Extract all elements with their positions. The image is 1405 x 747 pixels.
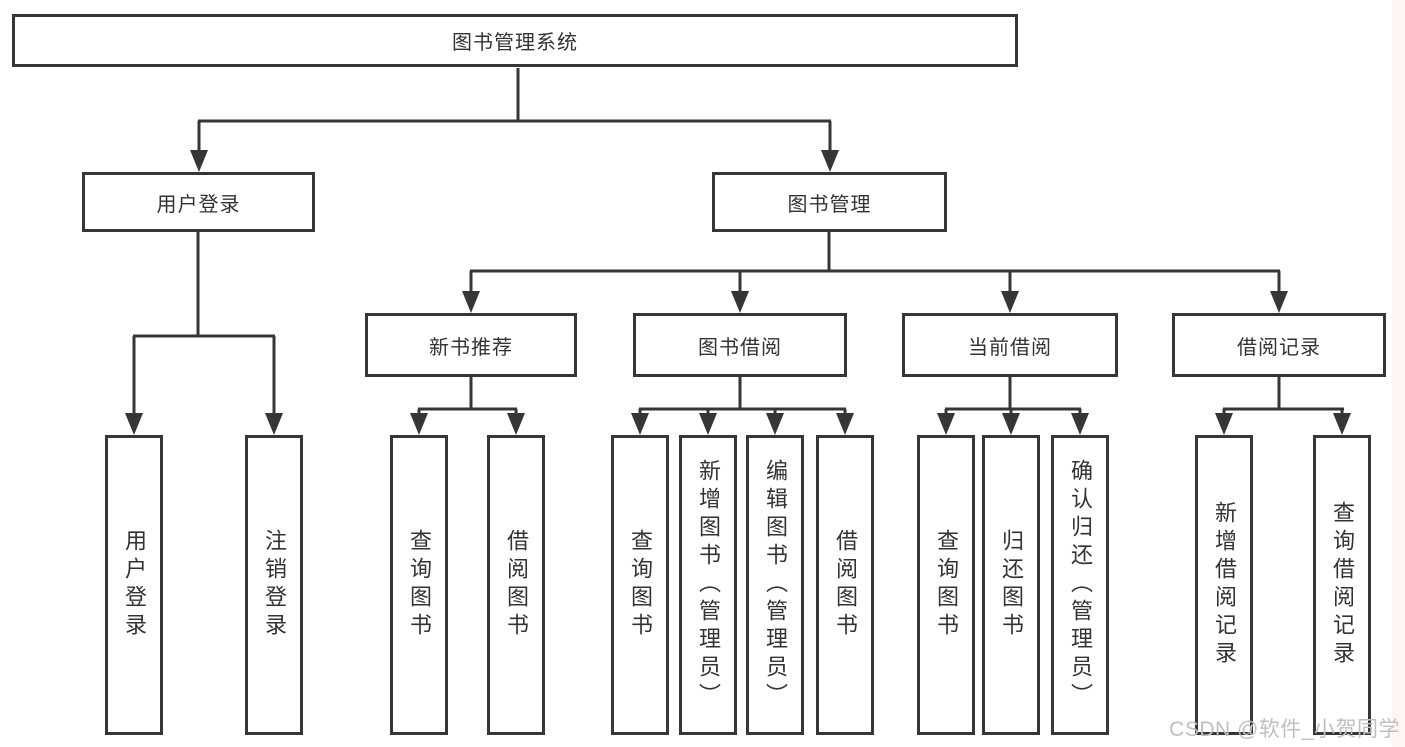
node-label: 图书管理 [787, 193, 872, 216]
connector-borrowing-records-to-leaves [1215, 377, 1351, 435]
arrowhead [937, 413, 955, 435]
arrowhead [821, 150, 839, 172]
connector-root-to-level2 [190, 68, 839, 172]
node-label: 编辑图书（管理员） [763, 459, 788, 711]
node-leaf-user-login: 用户登录 [105, 435, 163, 735]
node-leaf-add-book-admin: 新增图书（管理员） [679, 435, 737, 735]
connector-user-login-to-leaves [125, 232, 283, 435]
node-label: 查询图书 [407, 529, 432, 641]
arrowhead [507, 413, 525, 435]
arrowhead [1270, 291, 1288, 313]
node-leaf-confirm-return-admin: 确认归还（管理员） [1051, 435, 1109, 735]
node-user-login: 用户登录 [82, 172, 315, 232]
node-leaf-edit-book-admin: 编辑图书（管理员） [746, 435, 804, 735]
node-label: 用户登录 [122, 529, 147, 641]
node-label: 借阅图书 [504, 529, 529, 641]
node-label: 新增借阅记录 [1212, 501, 1237, 669]
arrowhead [462, 291, 480, 313]
node-leaf-query-books-3: 查询图书 [917, 435, 975, 735]
arrowhead [1002, 413, 1020, 435]
node-leaf-add-borrow-record: 新增借阅记录 [1195, 435, 1253, 735]
node-label: 查询借阅记录 [1330, 501, 1355, 669]
connector-new-book-recommend-to-leaves [410, 377, 525, 435]
arrowhead [125, 413, 143, 435]
node-book-management: 图书管理 [712, 172, 947, 232]
node-leaf-query-books-1: 查询图书 [390, 435, 448, 735]
node-label: 当前借阅 [968, 336, 1052, 359]
arrowhead [265, 413, 283, 435]
node-label: 注销登录 [262, 529, 287, 641]
node-new-book-recommend: 新书推荐 [365, 313, 577, 377]
arrowhead [1071, 413, 1089, 435]
arrowhead [1001, 291, 1019, 313]
connector-book-management-to-level3 [462, 232, 1288, 313]
node-label: 借阅记录 [1237, 336, 1321, 359]
arrowhead [190, 150, 208, 172]
arrowhead [1215, 413, 1233, 435]
node-borrowing-records: 借阅记录 [1172, 313, 1386, 377]
arrowhead [410, 413, 428, 435]
node-root-book-management-system: 图书管理系统 [12, 14, 1018, 67]
arrowhead [836, 413, 854, 435]
right-edge-tint [1392, 0, 1405, 747]
node-label: 查询图书 [934, 529, 959, 641]
node-label: 用户登录 [156, 193, 241, 216]
connector-current-borrowing-to-leaves [937, 377, 1089, 435]
node-leaf-logout: 注销登录 [245, 435, 303, 735]
node-label: 确认归还（管理员） [1068, 459, 1093, 711]
node-label: 新书推荐 [429, 336, 513, 359]
node-leaf-borrow-books-2: 借阅图书 [816, 435, 874, 735]
node-leaf-query-borrow-record: 查询借阅记录 [1313, 435, 1371, 735]
node-label: 查询图书 [628, 529, 653, 641]
node-label: 图书管理系统 [452, 32, 578, 54]
node-leaf-borrow-books-1: 借阅图书 [487, 435, 545, 735]
node-leaf-query-books-2: 查询图书 [611, 435, 669, 735]
arrowhead [1333, 413, 1351, 435]
node-label: 借阅图书 [833, 529, 858, 641]
node-current-borrowing: 当前借阅 [902, 313, 1118, 377]
node-leaf-return-books: 归还图书 [982, 435, 1040, 735]
connector-book-borrowing-to-leaves [631, 377, 854, 435]
arrowhead [631, 413, 649, 435]
node-book-borrowing: 图书借阅 [633, 313, 847, 377]
node-label: 图书借阅 [698, 336, 782, 359]
csdn-watermark: CSDN @软件_小贺同学 [1169, 718, 1400, 741]
node-label: 归还图书 [999, 529, 1024, 641]
node-label: 新增图书（管理员） [696, 459, 721, 711]
arrowhead [699, 413, 717, 435]
arrowhead [766, 413, 784, 435]
arrowhead [731, 291, 749, 313]
